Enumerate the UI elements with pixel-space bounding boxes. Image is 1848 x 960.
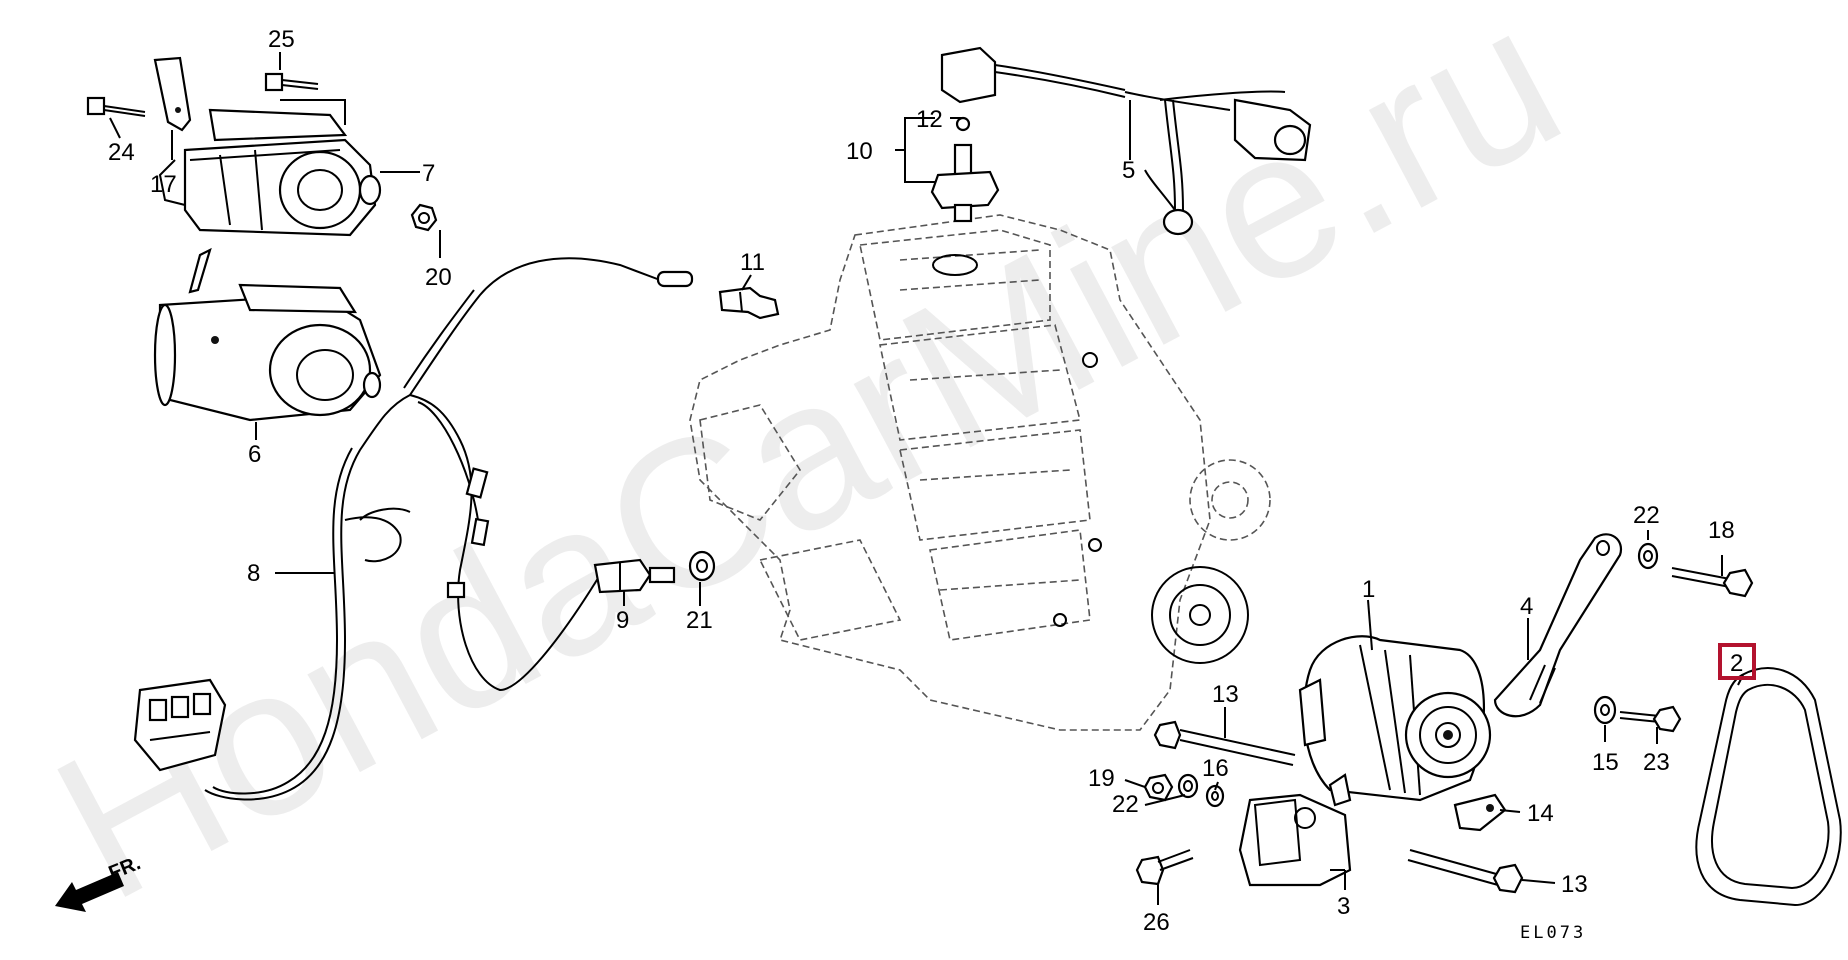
callout-17: 17 — [150, 171, 177, 198]
callout-22-upper: 22 — [1633, 502, 1660, 529]
washer-16[interactable] — [1205, 784, 1225, 808]
adjuster-bracket-4[interactable] — [1493, 533, 1623, 718]
callout-15: 15 — [1592, 749, 1619, 776]
callout-1: 1 — [1362, 576, 1375, 603]
bolt-23[interactable] — [1619, 705, 1682, 733]
callout-22-lower: 22 — [1112, 791, 1139, 818]
callout-6: 6 — [248, 441, 261, 468]
callout-2[interactable]: 2 — [1730, 650, 1743, 677]
washer-22-upper[interactable] — [1637, 542, 1659, 570]
sensor-9[interactable] — [593, 558, 676, 594]
bolt-24[interactable] — [86, 96, 146, 117]
callout-12: 12 — [916, 106, 943, 133]
pressure-switch-10[interactable] — [930, 116, 1000, 223]
sensor-11[interactable] — [718, 286, 780, 320]
callout-8: 8 — [247, 560, 260, 587]
mount-bracket-3[interactable] — [1238, 793, 1352, 887]
callout-10: 10 — [846, 138, 873, 165]
nut-19[interactable] — [1143, 773, 1174, 802]
callout-18: 18 — [1708, 517, 1735, 544]
callout-14: 14 — [1527, 800, 1554, 827]
starter-motor-upper[interactable] — [158, 108, 382, 237]
sub-harness-5[interactable] — [940, 46, 1312, 236]
callout-5: 5 — [1122, 157, 1135, 184]
bolt-25[interactable] — [264, 72, 319, 92]
clip-14[interactable] — [1453, 793, 1507, 832]
starter-motor-lower[interactable] — [153, 247, 382, 422]
callout-labels: 1 2 3 4 5 6 7 8 9 10 11 12 13 13 14 15 1… — [108, 26, 1756, 943]
callout-20: 20 — [425, 264, 452, 291]
callout-11: 11 — [740, 249, 765, 276]
washer-22-lower[interactable] — [1177, 773, 1199, 799]
callout-25: 25 — [268, 26, 295, 53]
wire-harness[interactable] — [133, 257, 694, 801]
callout-24: 24 — [108, 139, 135, 166]
bolt-18[interactable] — [1671, 567, 1754, 598]
callout-7: 7 — [422, 160, 435, 187]
callout-2-highlight — [1718, 643, 1756, 680]
callout-4: 4 — [1520, 593, 1533, 620]
strap-bracket[interactable] — [153, 56, 192, 132]
callout-26: 26 — [1143, 909, 1170, 936]
callout-13-lower: 13 — [1561, 871, 1588, 898]
callout-9: 9 — [616, 607, 629, 634]
nut-20[interactable] — [410, 203, 438, 232]
callout-13-upper: 13 — [1212, 681, 1239, 708]
washer-15[interactable] — [1593, 695, 1617, 725]
watermark-text: HondaCarMine.ru — [21, 0, 1595, 945]
bolt-26[interactable] — [1135, 849, 1194, 886]
callout-16: 16 — [1202, 755, 1229, 782]
alternator[interactable] — [1298, 635, 1492, 807]
callout-23: 23 — [1643, 749, 1670, 776]
diagram-code: EL073 — [1520, 923, 1586, 943]
engine-block — [689, 214, 1271, 731]
v-belt[interactable] — [1695, 667, 1842, 907]
washer-21[interactable] — [688, 550, 716, 582]
callout-19: 19 — [1088, 765, 1115, 792]
bolt-13-upper[interactable] — [1153, 720, 1296, 766]
bolt-13-lower[interactable] — [1407, 849, 1524, 894]
callout-21: 21 — [686, 607, 713, 634]
leader-lines — [109, 52, 1744, 905]
callout-3: 3 — [1337, 893, 1350, 920]
